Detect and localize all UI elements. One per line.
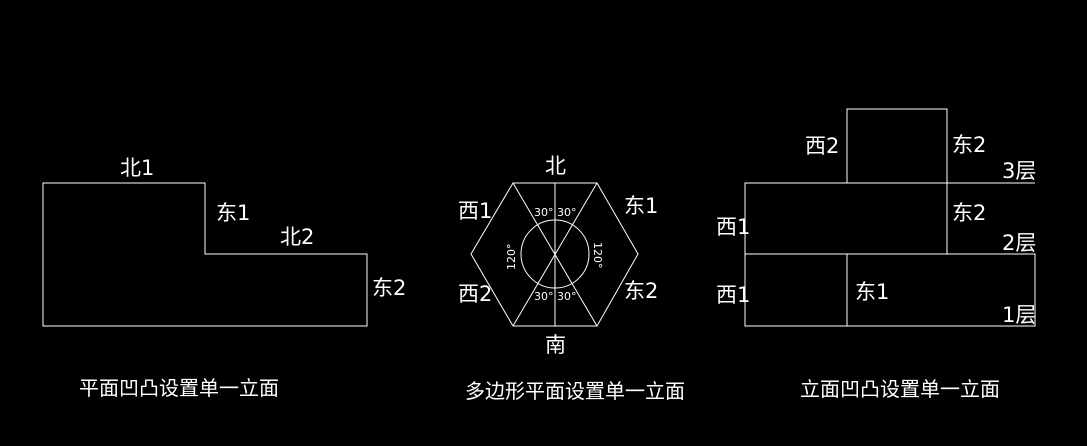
poly-label-west1: 西1: [458, 199, 492, 223]
angle-bottom-right: 30°: [557, 290, 577, 303]
polygon-diagram: 北 南 西1 东1 西2 东2 30° 30° 30° 30° 120° 120…: [458, 154, 685, 403]
angle-right: 120°: [591, 242, 604, 269]
poly-label-east1: 东1: [624, 194, 658, 218]
elevation-mid-block: [744, 182, 948, 255]
elev-label-west1-bottom: 西1: [716, 283, 750, 307]
plan-label-north2: 北2: [280, 225, 314, 249]
elev-label-east2-mid: 东2: [952, 201, 986, 225]
angle-top-left: 30°: [534, 206, 554, 219]
angle-left: 120°: [505, 244, 518, 271]
poly-label-south: 南: [545, 333, 566, 357]
elev-label-east1: 东1: [855, 280, 889, 304]
angle-top-right: 30°: [557, 206, 577, 219]
plan-label-east2: 东2: [372, 276, 406, 300]
elev-label-floor2: 2层: [1002, 231, 1036, 255]
elevation-bottom-block: [744, 253, 1036, 327]
elevation-diagram: 西2 东2 3层 西1 东2 2层 西1 东1 1层 立面凹凸设置单一立面: [716, 108, 1036, 401]
elev-label-floor3: 3层: [1002, 159, 1036, 183]
plan-label-east1: 东1: [216, 201, 250, 225]
elev-label-west2: 西2: [805, 134, 839, 158]
center-circle: [520, 219, 590, 289]
plan-caption: 平面凹凸设置单一立面: [79, 376, 279, 400]
poly-label-west2: 西2: [458, 282, 492, 306]
diagonal-2: [512, 182, 598, 327]
poly-label-north: 北: [545, 154, 566, 178]
elevation-caption: 立面凹凸设置单一立面: [800, 377, 1000, 401]
angle-bottom-left: 30°: [534, 290, 554, 303]
plan-outline: [42, 182, 368, 327]
polygon-caption: 多边形平面设置单一立面: [465, 379, 685, 403]
elev-label-west1-mid: 西1: [716, 215, 750, 239]
poly-label-east2: 东2: [624, 279, 658, 303]
plan-diagram: 北1 东1 北2 东2 平面凹凸设置单一立面: [42, 156, 406, 400]
elev-label-floor1: 1层: [1002, 303, 1036, 327]
plan-label-north1: 北1: [120, 156, 154, 180]
elev-label-east2-top: 东2: [952, 133, 986, 157]
elevation-top-block: [846, 108, 948, 184]
